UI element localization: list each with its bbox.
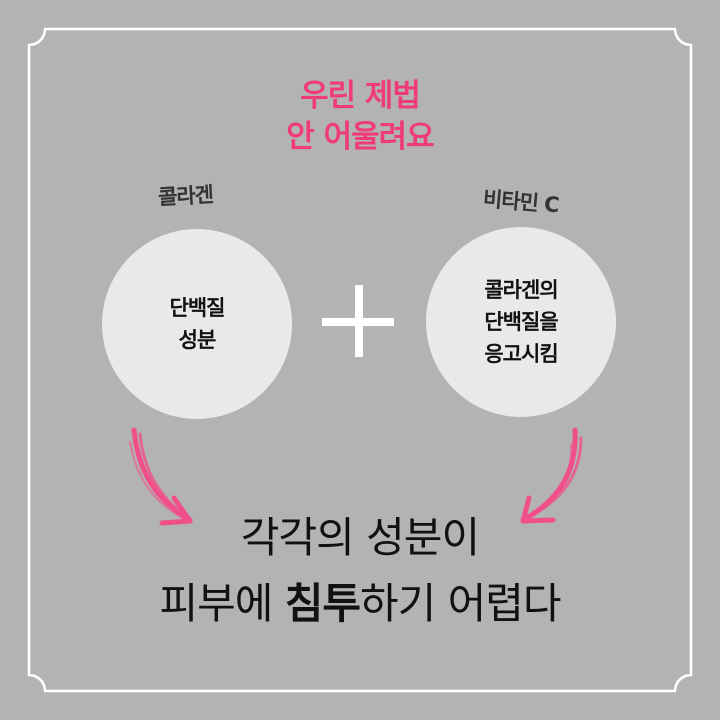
conclusion-line-2: 피부에 침투하기 어렵다 [0, 576, 720, 632]
vitamin-c-circle: 콜라겐의 단백질을 응고시킴 [426, 227, 616, 417]
circle-text-line: 성분 [178, 328, 217, 352]
circle-text-line: 단백질을 [484, 310, 558, 334]
plus-icon [322, 285, 394, 357]
collagen-label: 콜라겐 [157, 182, 214, 210]
circle-text-line: 응고시킴 [484, 342, 558, 366]
right-curved-arrow-icon [520, 427, 583, 524]
conclusion-line-1: 각각의 성분이 [240, 513, 480, 562]
headline-line-2: 안 어울려요 [286, 119, 434, 155]
conclusion-emphasis: 침투 [284, 579, 361, 628]
circle-text-line: 단백질 [169, 296, 226, 320]
headline-line-1: 우린 제법 [300, 78, 421, 114]
left-curved-arrow-icon [129, 427, 193, 526]
conclusion-text: 하기 어렵다 [360, 579, 562, 628]
collagen-circle: 단백질 성분 [102, 229, 292, 419]
conclusion-text: 피부에 [159, 579, 285, 628]
circle-text-line: 콜라겐의 [484, 278, 558, 302]
